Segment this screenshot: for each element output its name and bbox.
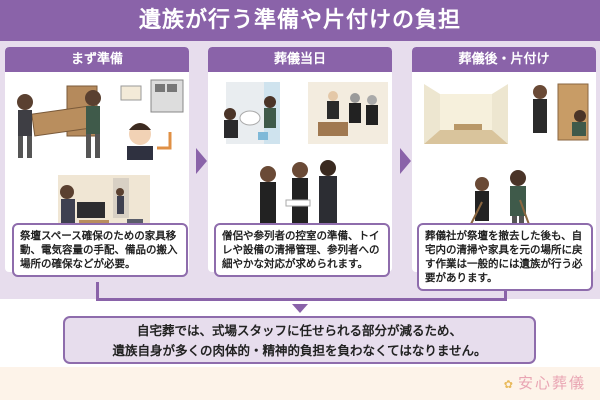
connector-line-left — [96, 282, 99, 300]
panel-header: 葬儀後・片付け — [412, 47, 596, 72]
furniture-moving-icon — [17, 79, 184, 160]
summary-line-1: 自宅葬では、式場スタッフに任せられる部分が減るため、 — [136, 323, 462, 338]
description-after-funeral: 葬儀社が祭壇を撤去した後も、自宅内の清掃や家具を元の場所に戻す作業は一般的には遺… — [417, 223, 593, 291]
flow-arrow-down — [292, 304, 308, 313]
toilet-cleaning-icon — [224, 82, 388, 144]
description-preparation: 祭壇スペース確保のための家具移動、電気容量の手配、備品の搬入場所の確保などが必要… — [12, 223, 188, 277]
footer-band — [0, 367, 600, 400]
empty-room-icon — [424, 83, 589, 144]
panel-header: まず準備 — [5, 47, 189, 72]
description-funeral-day: 僧侶や参列者の控室の準備、トイレや設備の清掃管理、参列者への細やかな対応が求めら… — [214, 223, 390, 277]
flow-arrow-right-1 — [196, 148, 207, 174]
brand-logo: ✿安心葬儀 — [504, 372, 586, 393]
flower-icon: ✿ — [503, 378, 515, 391]
summary-line-2: 遺族自身が多くの肉体的・精神的負担を負わなくてはなりません。 — [112, 343, 487, 358]
panel-header: 葬儀当日 — [208, 47, 392, 72]
connector-line-right — [504, 290, 507, 301]
page-title: 遺族が行う準備や片付けの負担 — [0, 0, 600, 41]
connector-line-horizontal — [96, 298, 506, 301]
flow-arrow-right-2 — [400, 148, 411, 174]
summary-box: 自宅葬では、式場スタッフに任せられる部分が減るため、 遺族自身が多くの肉体的・精… — [63, 316, 536, 364]
logo-text: 安心葬儀 — [517, 374, 586, 392]
